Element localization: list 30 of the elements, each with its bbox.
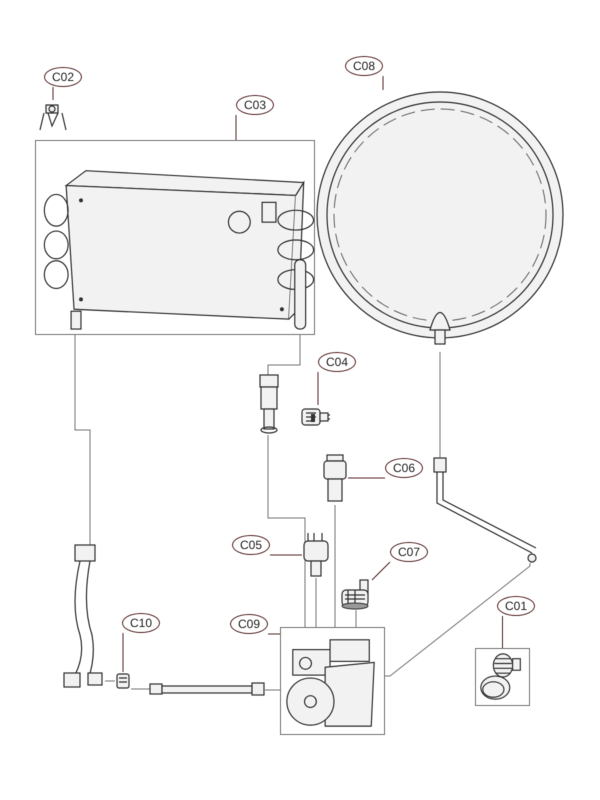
connection-line [268,334,300,376]
pump-drawing [280,627,385,735]
tube-drawing [150,680,265,698]
connection-line [268,434,306,628]
callout-number: C10 [122,613,160,633]
hose-fitting-drawing [258,375,280,435]
pressure-switch-drawing [302,533,330,578]
callout-number: C06 [385,458,423,478]
leader-line [502,616,503,648]
callout-number: C01 [497,596,535,616]
callout-number: C03 [236,95,274,115]
leader-line [122,632,124,672]
pressure-gauge-drawing [475,648,530,706]
leader-line [52,86,54,100]
connection-line [384,562,530,676]
callout-number: C07 [390,542,428,562]
callout-number: C09 [230,614,268,634]
connection-line [104,680,116,682]
leader-line [372,562,390,580]
connection-line [130,688,150,690]
leader-line [270,554,302,556]
callout-number: C04 [318,352,356,372]
leader-line [382,76,384,90]
connection-line [74,334,90,546]
heat-exchanger-drawing [35,140,315,335]
connection-line [334,504,336,628]
callout-number: C02 [44,67,82,87]
fitting-drawing [115,672,131,690]
callout-number: C05 [232,535,270,555]
callout-number: C08 [345,56,383,76]
